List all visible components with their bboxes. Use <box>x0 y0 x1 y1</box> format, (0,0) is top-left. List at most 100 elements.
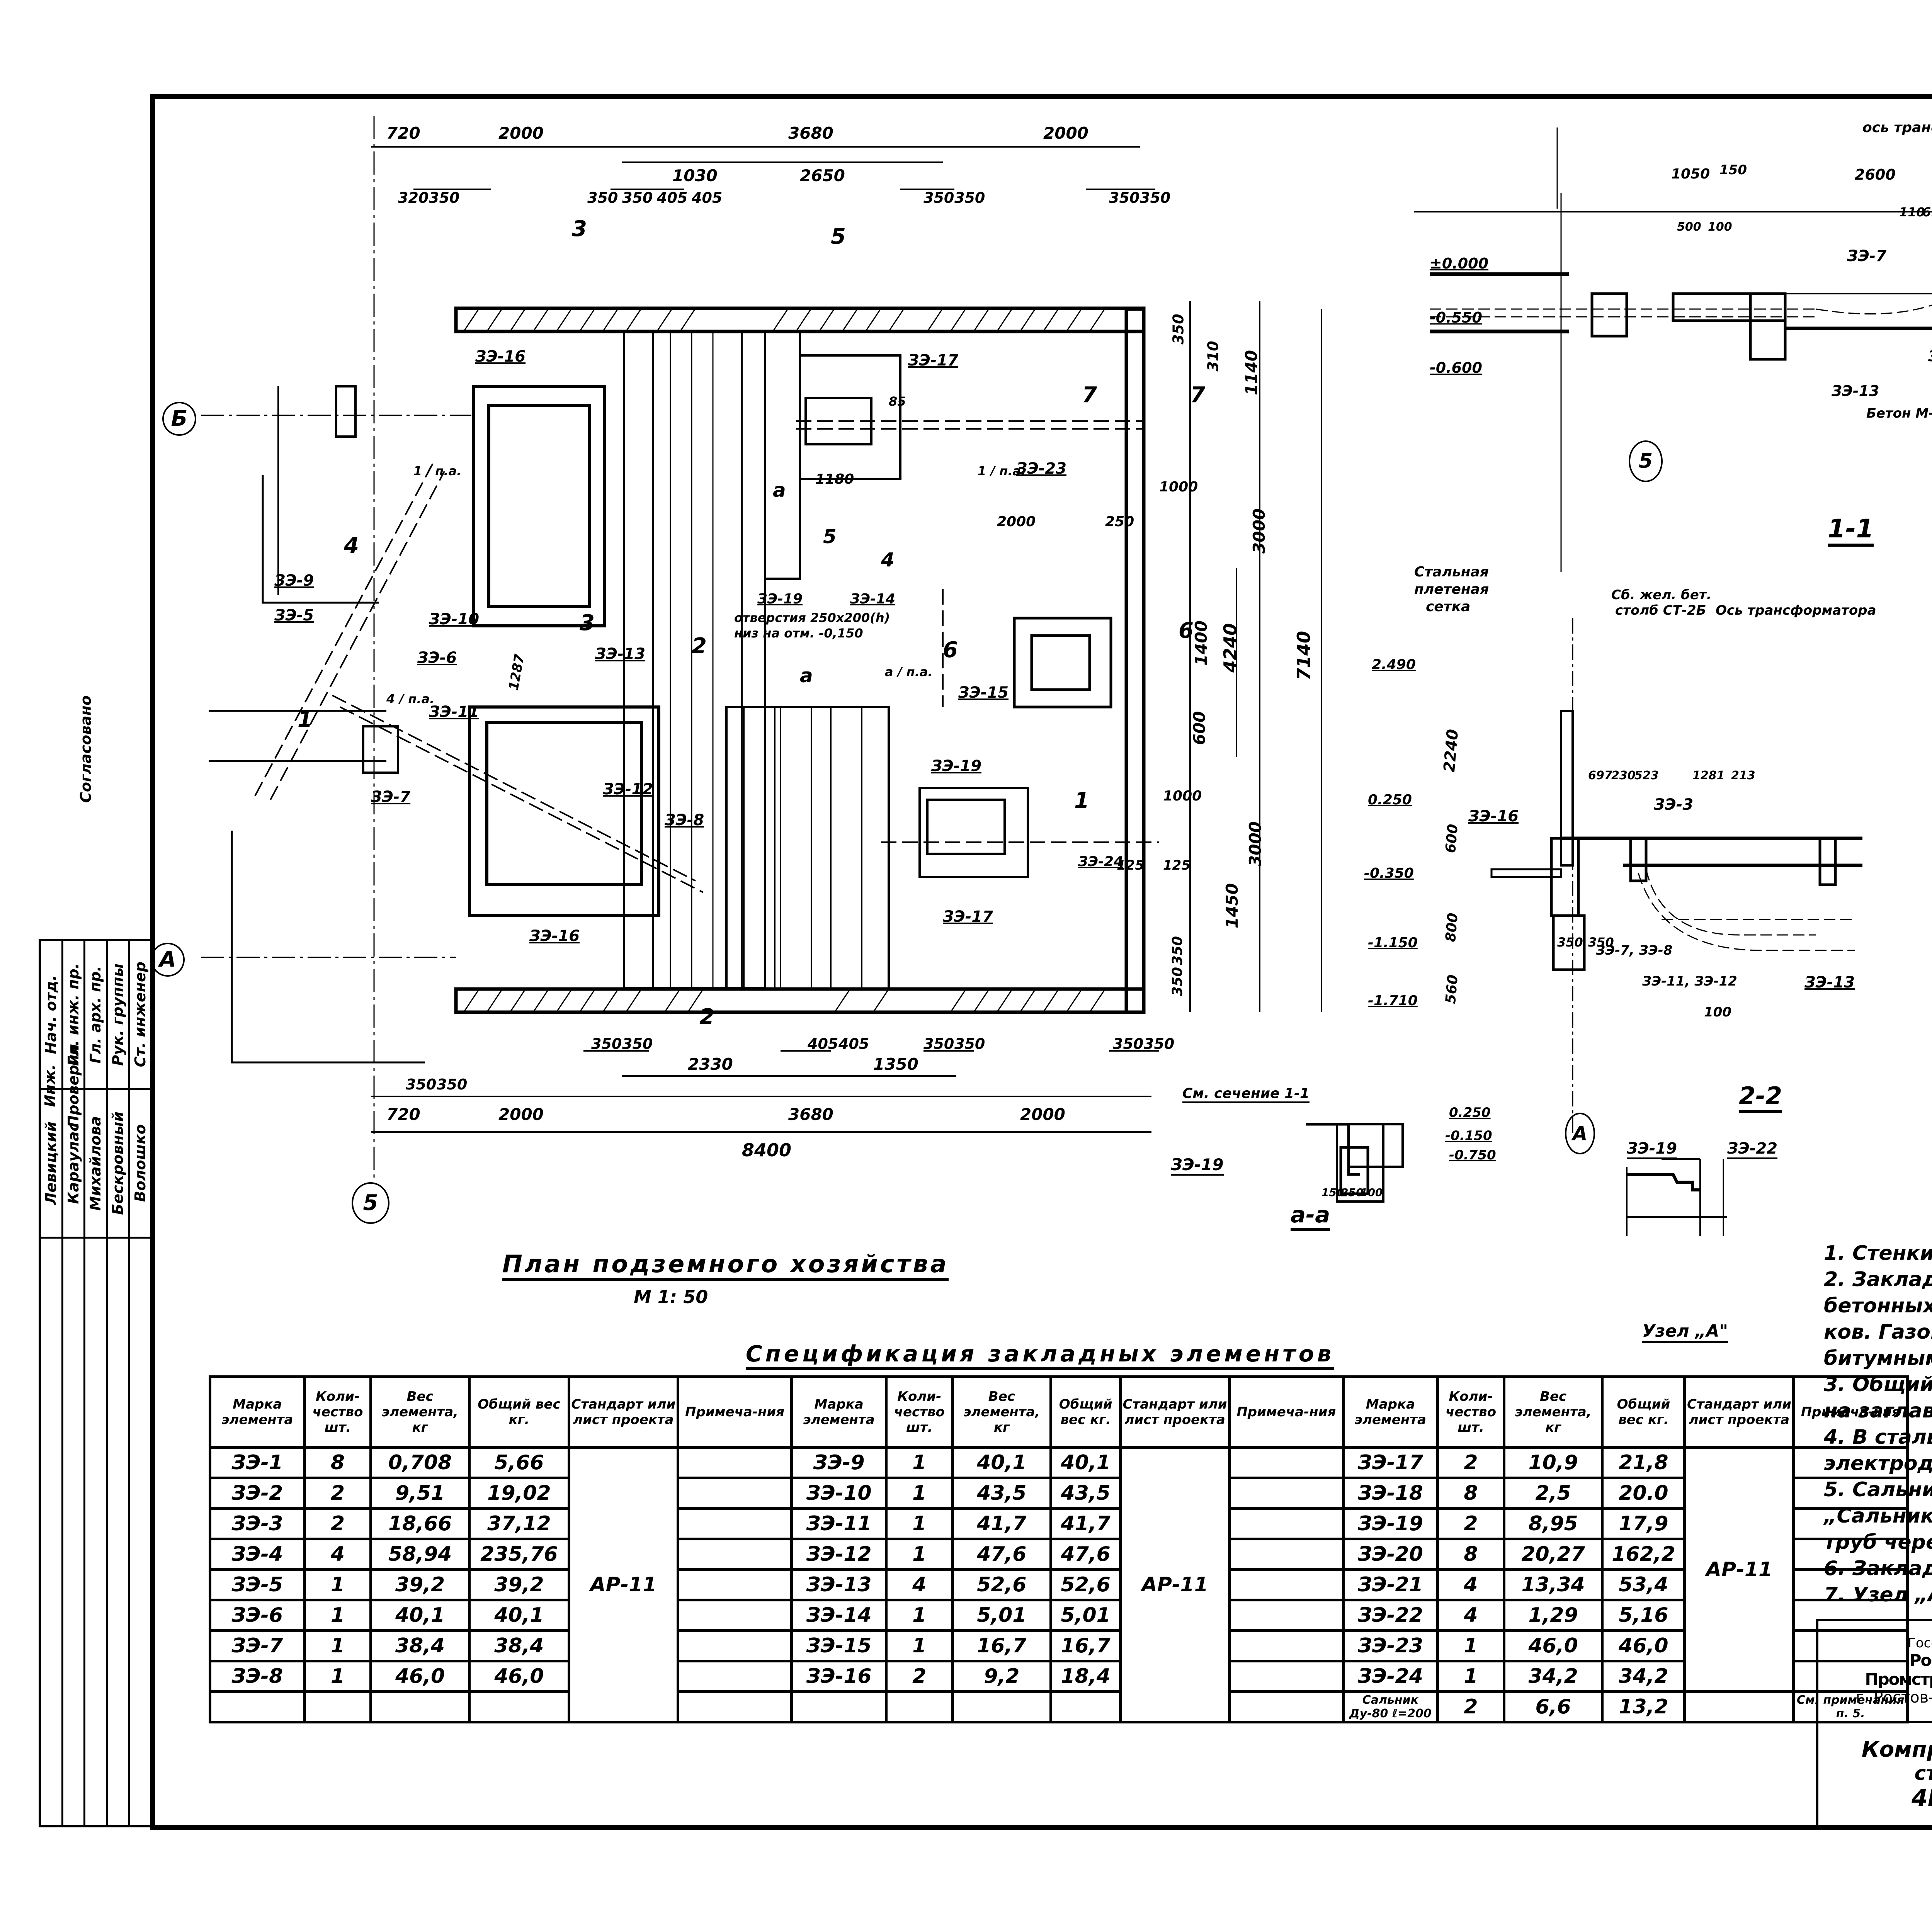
element-label: ЗЭ-13 <box>595 645 646 663</box>
dim-text: 1400 <box>1191 620 1211 666</box>
level-mark: 2.490 <box>1372 657 1416 673</box>
element-label: ЗЭ-19 <box>1171 1155 1224 1176</box>
spec-cell-weight: 16,7 <box>951 1629 1053 1662</box>
element-label: ЗЭ-7 <box>371 788 411 806</box>
dim-text: 2000 <box>498 1105 544 1124</box>
dim-text: 110 <box>1899 205 1925 219</box>
dim-text: 125 <box>1163 858 1190 873</box>
spec-title: Спецификация закладных элементов <box>746 1341 1335 1370</box>
element-label: ЗЭ-8 <box>665 811 704 829</box>
col-header-note: Примеча-ния <box>1228 1375 1345 1449</box>
dim-text: 2000 <box>1043 124 1088 143</box>
spec-cell-mark: ЗЭ-8 <box>209 1660 306 1693</box>
s22-post-label-2: столб СТ-2Б <box>1615 603 1706 618</box>
spec-cell-qty: 1 <box>884 1629 954 1662</box>
spec-cell-note <box>676 1477 793 1510</box>
sign-col: Гл. арх. пр. Михайлова <box>85 941 108 1825</box>
spec-cell-weight: 8,95 <box>1502 1507 1604 1540</box>
element-label: ЗЭ-17 <box>908 352 959 369</box>
s22-title: 2-2 <box>1739 1082 1782 1113</box>
sign-col: Рук. группы Бескровный <box>107 941 130 1825</box>
object-line1: Компрессорная <box>1861 1737 1932 1762</box>
note-line: 5. Сальники Ду-80 ℓ=200 выполнить по сер… <box>1824 1478 1932 1501</box>
note-line: битумным лаком, на концах поставить дере… <box>1824 1347 1932 1370</box>
dim-text: 1350 <box>873 1055 918 1074</box>
note-line: 3. Общий расход бетона и стали учтен в с… <box>1824 1373 1932 1396</box>
dim-text: 3000 <box>1249 508 1269 554</box>
col-header-standard: Стандарт или лист проекта <box>1683 1375 1795 1449</box>
col-header-weight: Вес элемента, кг <box>951 1375 1053 1449</box>
element-label: ЗЭ-3 <box>1654 796 1694 814</box>
spec-cell-weight: 5,01 <box>951 1599 1053 1632</box>
spec-cell-qty: 2 <box>303 1477 372 1510</box>
spec-cell-note <box>676 1507 793 1540</box>
col-header-note: Примеча-ния <box>676 1375 793 1449</box>
spec-cell-mark: ЗЭ-15 <box>790 1629 888 1662</box>
note-line: 6. Закладные элементы выполнены на листе… <box>1824 1557 1932 1580</box>
dim-text: 350 <box>954 189 985 206</box>
dim-text: 85 <box>889 394 906 409</box>
element-label: ЗЭ-23 <box>1016 460 1067 478</box>
spec-cell-qty: 1 <box>884 1599 954 1632</box>
spec-cell-standard: АР-11 <box>567 1446 679 1723</box>
pa-mark: 4 / п.а. <box>386 692 435 706</box>
col-header-standard: Стандарт или лист проекта <box>567 1375 679 1449</box>
object-line2: станция <box>1914 1762 1932 1784</box>
dim-text: 1050 <box>1671 166 1710 182</box>
spec-cell-qty: 8 <box>1436 1477 1505 1510</box>
dim-text: 1180 <box>815 471 854 487</box>
spec-cell-mark: ЗЭ-11 <box>790 1507 888 1540</box>
axis-b-marker: Б <box>162 402 196 436</box>
spec-cell-empty <box>209 1691 306 1723</box>
dim-text: 600 <box>1442 823 1461 854</box>
spec-cell-total: 18,4 <box>1049 1660 1122 1693</box>
spec-cell-empty <box>369 1691 471 1723</box>
element-label: ЗЭ-13 <box>1804 974 1855 991</box>
spec-cell-mark: ЗЭ-18 <box>1342 1477 1439 1510</box>
sign-role: Проверил <box>65 1043 82 1128</box>
spec-cell-mark: ЗЭ-9 <box>790 1446 888 1479</box>
spec-cell-total: 40,1 <box>468 1599 570 1632</box>
element-label: ЗЭ-17 <box>943 908 993 926</box>
dim-text: 523 <box>1634 769 1659 782</box>
spec-cell-weight: 9,2 <box>951 1660 1053 1693</box>
section-mark: а <box>773 479 786 501</box>
spec-cell-note <box>1228 1599 1345 1632</box>
spec-cell-mark: ЗЭ-17 <box>1342 1446 1439 1479</box>
spec-cell-total: 17,9 <box>1601 1507 1686 1540</box>
section-mark: 6 <box>1179 618 1194 643</box>
dim-text: 1030 <box>672 166 718 185</box>
dim-text: 1450 <box>1222 883 1242 928</box>
spec-cell-total: 16,7 <box>1049 1629 1122 1662</box>
dim-text: 350 <box>1113 1035 1144 1052</box>
section-mark: а <box>800 664 813 687</box>
element-label: ЗЭ-16 <box>529 927 580 945</box>
s11-title: 1-1 <box>1828 514 1874 547</box>
dim-text: 720 <box>386 1105 420 1124</box>
dim-text: 2330 <box>688 1055 733 1074</box>
spec-cell-mark: Сальник Ду-80 ℓ=200 <box>1342 1690 1439 1723</box>
dim-text: 405 <box>657 189 688 206</box>
dim-text: 230 <box>1611 769 1636 782</box>
spec-cell-empty <box>468 1691 570 1723</box>
spec-cell-qty: 2 <box>1436 1690 1505 1723</box>
note-line: труб через стены". <box>1824 1531 1932 1554</box>
spec-cell-total: 13,2 <box>1601 1690 1686 1723</box>
s11-concrete-label: Бетон М-100 <box>1866 406 1932 421</box>
sign-col: Ст. инженер Волошко <box>130 941 150 1825</box>
dim-text: 720 <box>386 124 420 143</box>
spec-cell-empty <box>1049 1691 1122 1723</box>
spec-cell-qty: 1 <box>884 1538 954 1571</box>
level-mark: -1.150 <box>1368 935 1418 951</box>
dim-text: 1000 <box>1159 479 1198 495</box>
spec-cell-weight: 39,2 <box>369 1568 471 1601</box>
spec-cell-weight: 18,66 <box>369 1507 471 1540</box>
openings-note-line2: низ на отм. -0,150 <box>734 626 863 641</box>
dim-text: 350 <box>923 1035 954 1052</box>
spec-cell-total: 5,66 <box>468 1446 570 1479</box>
col-header-mark: Марка элемента <box>790 1375 888 1449</box>
dim-text: 405 <box>838 1035 869 1052</box>
